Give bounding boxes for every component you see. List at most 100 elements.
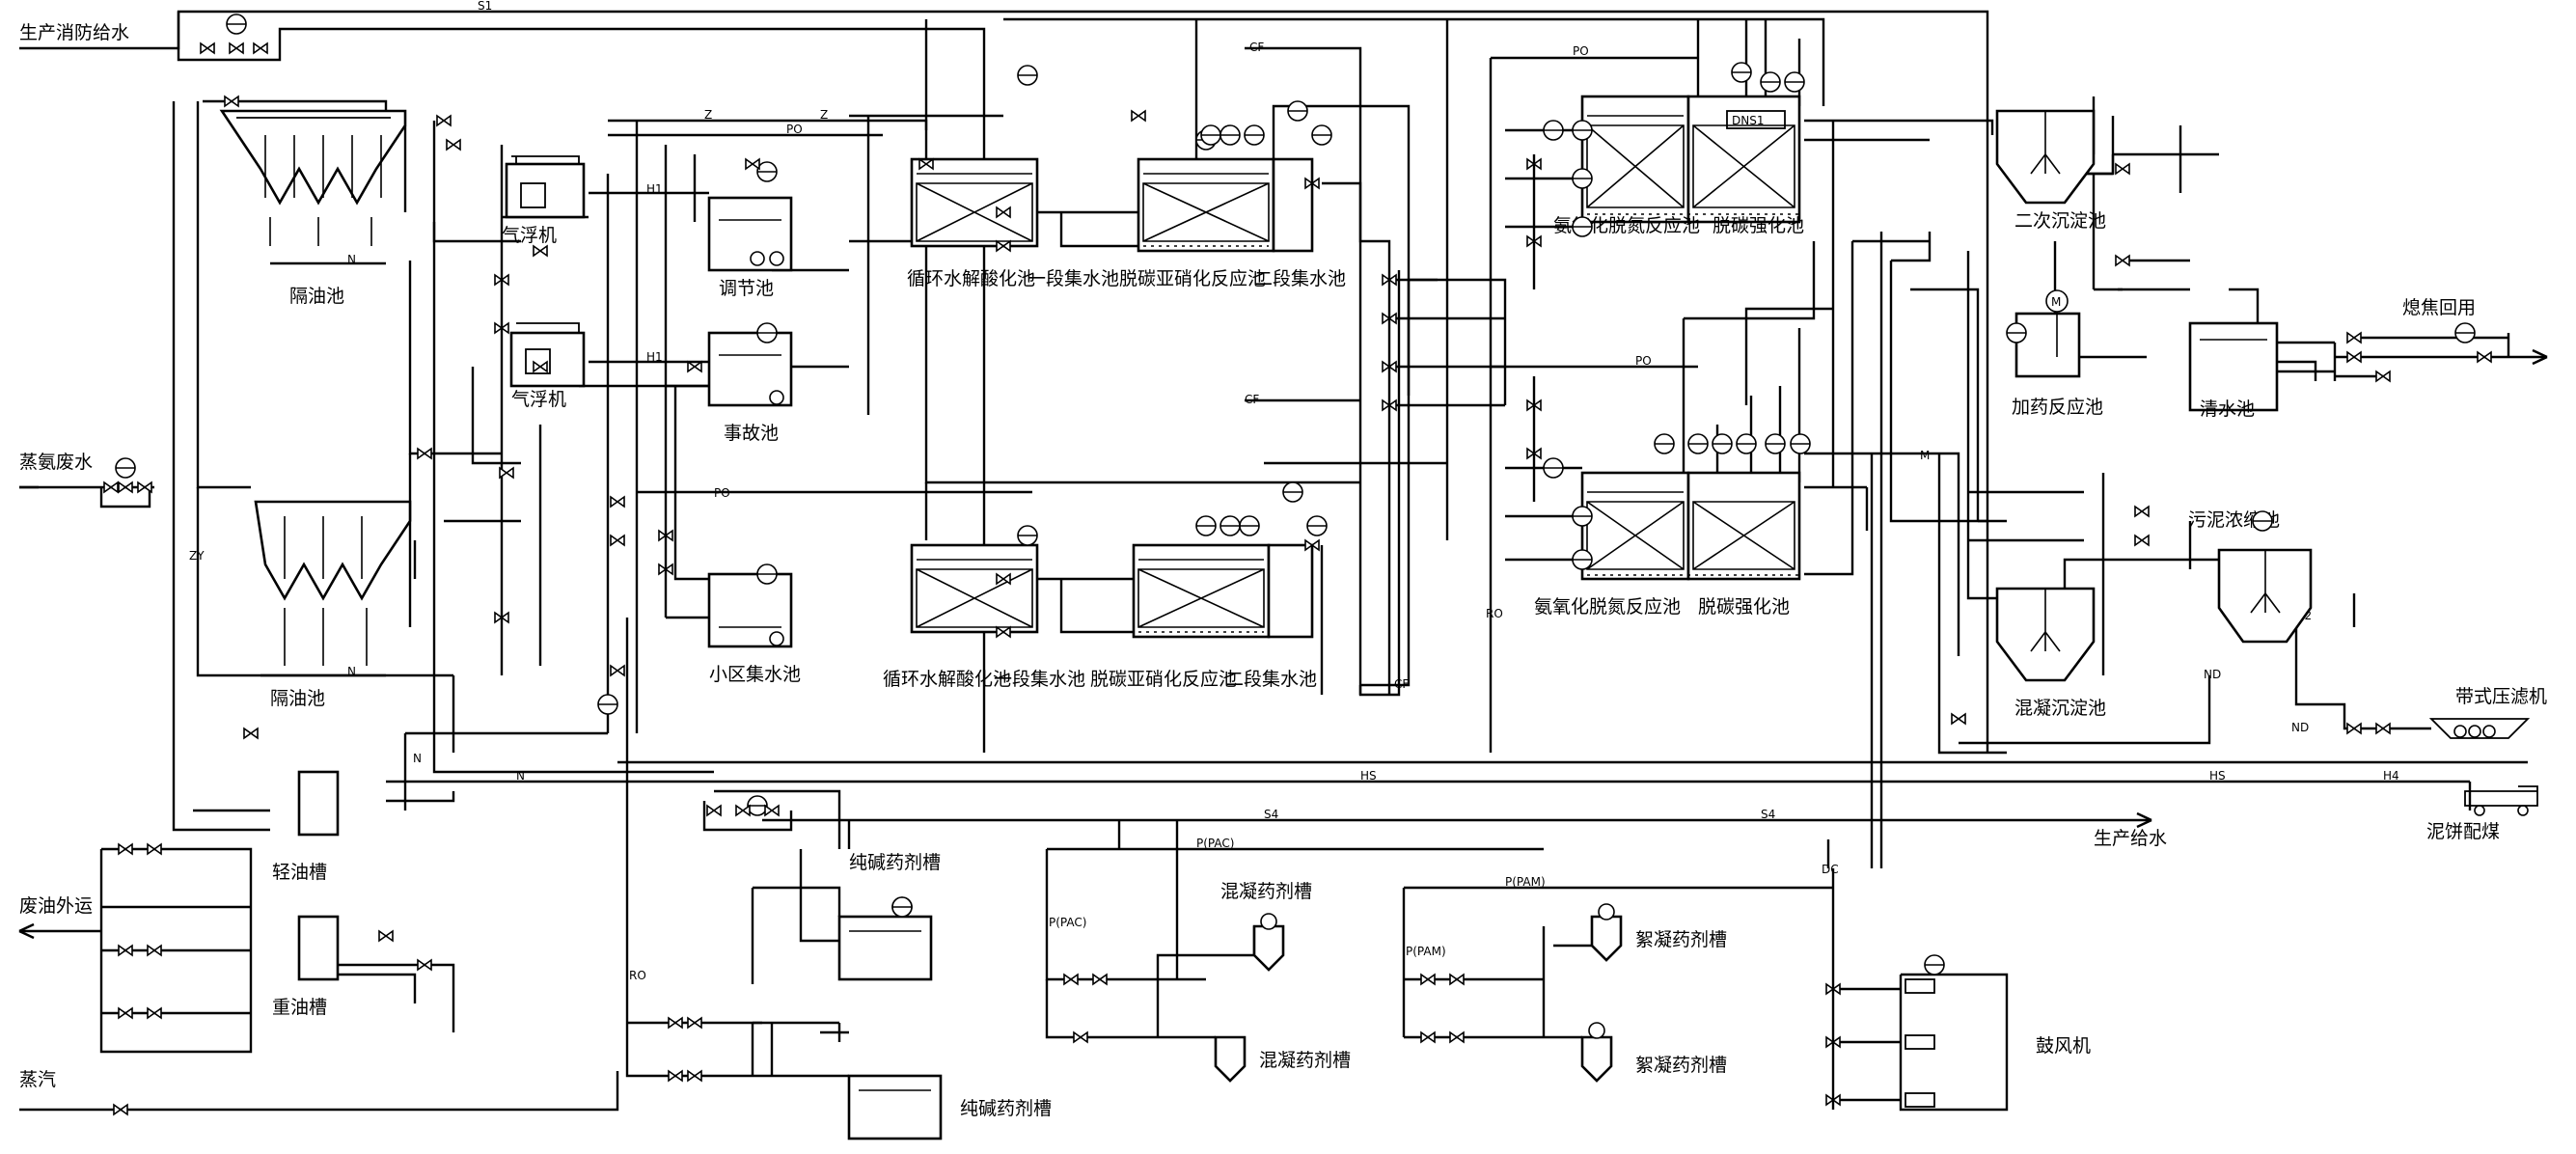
unit-label-oil-separator-2: 隔油池 (270, 688, 325, 709)
valve-icon (113, 1103, 128, 1116)
valve-icon (1825, 982, 1841, 996)
valve-icon (1526, 157, 1542, 171)
clear-water-tank: 清水池 (2188, 321, 2279, 420)
line-code-po2: PO (714, 486, 730, 500)
valves (103, 41, 2492, 1116)
valve-icon (996, 625, 1011, 639)
line-code-nd: ND (2291, 721, 2309, 734)
light-oil-tank: 轻油槽 (272, 770, 340, 883)
regulating-tank: 调节池 (707, 196, 793, 299)
valve-icon (2134, 534, 2150, 547)
valve-icon (417, 958, 432, 972)
mixer-label-dosing: M (2051, 295, 2061, 309)
valve-icon (1382, 360, 1397, 373)
valve-icon (118, 944, 133, 957)
line-code-ppac: P(PAC) (1196, 837, 1234, 850)
unit-label-coag-settler: 混凝沉淀池 (2014, 698, 2106, 719)
soda-tank-2: 纯碱药剂槽 (847, 1074, 1052, 1140)
valve-icon (118, 1006, 133, 1020)
line-code-s4a: S4 (1264, 808, 1278, 821)
valve-icon (243, 727, 259, 740)
line-code-s4b: S4 (1761, 808, 1775, 821)
hydrolysis-tank-2: 循环水解酸化池 一段集水池 (883, 543, 1085, 690)
line-code-ro2: RO (1486, 607, 1503, 620)
valve-icon (735, 804, 751, 817)
valve-icon (687, 1016, 702, 1030)
sump-stage1-1: 一段集水池 (1028, 268, 1119, 289)
valve-icon (1382, 398, 1397, 412)
inlet-fire-water: 生产消防给水 (19, 22, 129, 43)
valve-icon (610, 664, 625, 677)
valve-icon (2477, 350, 2492, 364)
unit-label-clear-water: 清水池 (2200, 398, 2255, 420)
valve-icon (1131, 109, 1146, 123)
valve-icon (436, 114, 452, 127)
valve-icon (533, 360, 548, 373)
anammox-tank-2: 氨氧化脱氮反应池 脱碳强化池 (1534, 471, 1801, 618)
instruments (115, 14, 2476, 975)
line-code-n3: N (347, 665, 356, 678)
valve-icon (2134, 505, 2150, 518)
unit-label-heavy-oil-tank: 重油槽 (272, 997, 327, 1018)
coag-tank-1: 混凝药剂槽 (1220, 881, 1312, 972)
line-code-h2: H1 (646, 350, 663, 364)
valve-icon (1382, 273, 1397, 287)
line-code-m: M (1920, 449, 1930, 462)
valve-icon (1526, 398, 1542, 412)
valve-icon (118, 481, 133, 494)
valve-icon (1420, 973, 1436, 986)
line-code-ro1: RO (629, 969, 646, 982)
inlet-production-water: 生产给水 (2094, 828, 2167, 849)
valve-icon (1526, 447, 1542, 460)
coag-tank-2: 混凝药剂槽 (1214, 1035, 1351, 1083)
valve-icon (103, 481, 119, 494)
valve-icon (533, 244, 548, 258)
air-flotation-1: 气浮机 (502, 155, 586, 246)
valve-icon (1063, 973, 1079, 986)
valve-icon (147, 842, 162, 856)
line-code-n4: N (413, 752, 422, 765)
accident-tank: 事故池 (707, 331, 793, 444)
line-code-hs2: HS (2209, 769, 2226, 783)
valve-icon (494, 611, 509, 624)
heavy-oil-tank: 重油槽 (272, 915, 340, 1018)
valve-icon (1420, 1030, 1436, 1044)
terminal-labels: 生产消防给水 蒸氨废水 废油外运 蒸汽 生产给水 熄焦回用 (18, 22, 2548, 1090)
unit-label-sump-stage2-1: 二段集水池 (1254, 268, 1346, 289)
valve-icon (687, 360, 702, 373)
inlet-ammonia-wastewater: 蒸氨废水 (19, 452, 93, 473)
valve-icon (224, 95, 239, 108)
unit-label-decarbon-1: 脱碳强化池 (1713, 215, 1804, 236)
anammox-tank-1: DNS1 氨氧化脱氮反应池 脱碳强化池 (1553, 95, 1804, 236)
valve-icon (1449, 973, 1465, 986)
valve-icon (494, 273, 509, 287)
valve-icon (2375, 722, 2391, 735)
valve-icon (687, 1069, 702, 1083)
valve-icon (745, 157, 760, 171)
valve-icon (2115, 254, 2130, 267)
unit-label-floc-tank-1: 絮凝药剂槽 (1635, 929, 1727, 950)
valve-icon (668, 1069, 683, 1083)
unit-label-sump-stage1-2: 一段集水池 (994, 669, 1085, 690)
air-flotation-2: 气浮机 (509, 322, 586, 410)
soda-tank-1: 纯碱药剂槽 (837, 852, 941, 981)
line-code-n1: N (516, 769, 525, 783)
valve-icon (610, 534, 625, 547)
valve-icon (996, 239, 1011, 253)
valve-icon (147, 1006, 162, 1020)
line-code-ppac-v: P(PAC) (1049, 916, 1086, 929)
line-code-cf3: CF (1394, 677, 1409, 691)
outlet-coke-quench: 熄焦回用 (2402, 297, 2476, 318)
unit-label-secondary-settler: 二次沉淀池 (2014, 210, 2106, 232)
dns1-label: DNS1 (1732, 114, 1764, 127)
unit-label-nitrification-2: 脱碳亚硝化反应池 (1090, 669, 1237, 690)
line-code-cf2: CF (1245, 393, 1259, 406)
line-code-h4: H4 (2383, 769, 2399, 783)
line-code-hs1: HS (1360, 769, 1377, 783)
line-code-ppam-v: P(PAM) (1406, 945, 1446, 958)
line-code-h1: H1 (646, 182, 663, 196)
valve-icon (494, 321, 509, 335)
area-sump: 小区集水池 (707, 572, 801, 685)
valve-icon (706, 804, 722, 817)
valve-icon (658, 563, 673, 576)
